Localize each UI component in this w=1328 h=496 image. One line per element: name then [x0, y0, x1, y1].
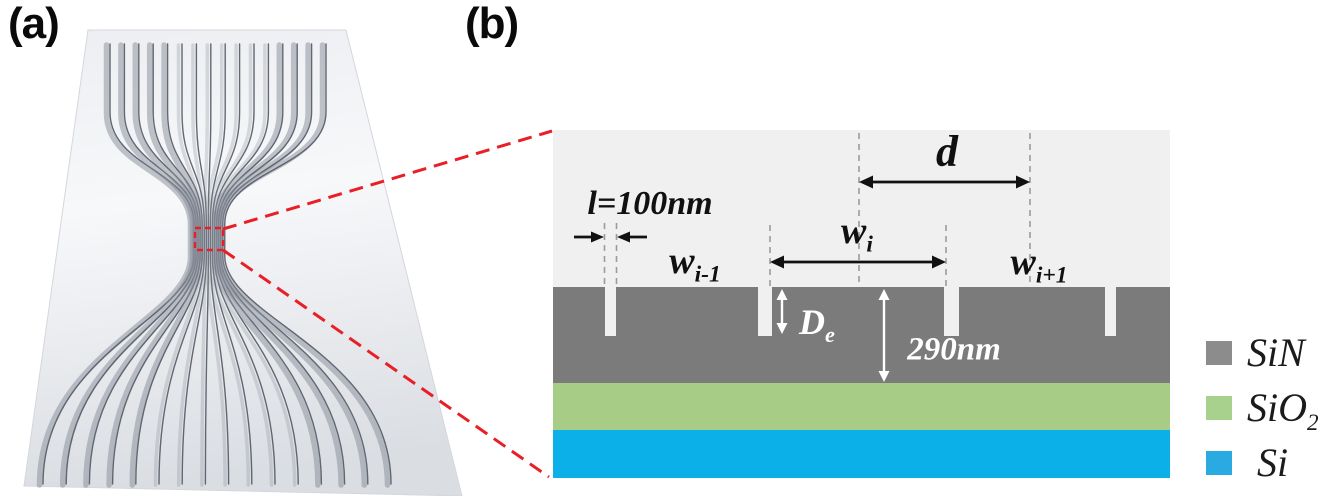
width-arrow — [770, 255, 946, 269]
pitch-label: d — [936, 127, 958, 176]
etch-depth-arrow — [776, 289, 788, 334]
width-label-current: wi — [841, 210, 873, 258]
legend-label-sio2: SiO2 — [1247, 385, 1319, 436]
chip-substrate — [23, 29, 463, 496]
waveguide-chip-render — [23, 29, 463, 496]
legend-label-si: Si — [1257, 440, 1289, 485]
legend-item-sin: SiN — [1206, 330, 1319, 376]
legend-label-sin: SiN — [1247, 330, 1305, 375]
etched-trench-2 — [758, 287, 772, 336]
sio2-color-swatch — [1206, 396, 1232, 420]
etched-trench-1 — [605, 287, 616, 336]
etched-trench-3 — [944, 287, 959, 336]
material-legend: SiN SiO2 Si — [1206, 330, 1319, 495]
gap-arrows — [574, 231, 647, 243]
width-label-next: wi+1 — [1010, 241, 1068, 289]
legend-item-sio2: SiO2 — [1206, 385, 1319, 436]
layer-si — [553, 430, 1170, 478]
gap-label: l=100nm — [587, 185, 713, 222]
width-label-prev: wi-1 — [669, 240, 721, 288]
si-color-swatch — [1206, 451, 1232, 475]
layer-sio2 — [553, 383, 1170, 430]
legend-item-si: Si — [1206, 440, 1319, 486]
dimension-lines — [574, 133, 1031, 382]
etched-trench-4 — [1105, 287, 1116, 336]
etch-depth-label: De — [799, 302, 835, 348]
sin-color-swatch — [1206, 341, 1232, 365]
panel-b-label: (b) — [465, 0, 519, 48]
guide-dashed-lines — [603, 133, 1031, 287]
panel-a-label: (a) — [8, 0, 60, 48]
thickness-arrow — [878, 289, 890, 382]
layer-sin — [553, 287, 1170, 383]
cross-section-diagram: d l=100nm wi-1 wi wi+1 De 290nm — [553, 130, 1170, 478]
thickness-label: 290nm — [907, 331, 1001, 368]
pitch-arrow — [859, 175, 1030, 189]
